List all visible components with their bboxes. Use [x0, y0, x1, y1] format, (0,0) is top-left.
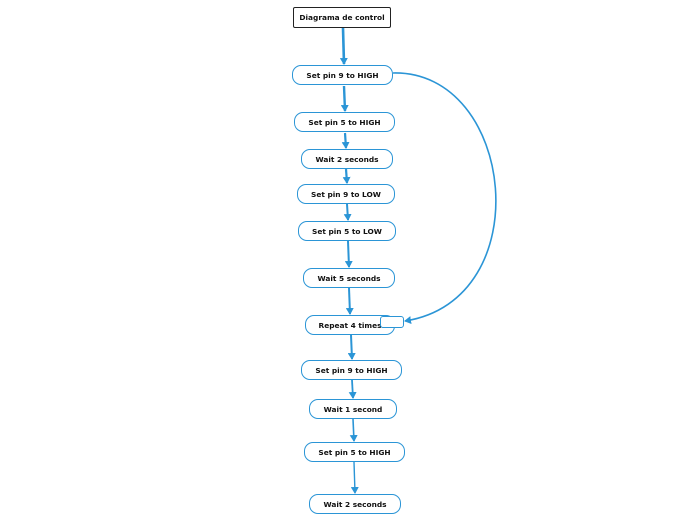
node-repeat-4-times[interactable]: Repeat 4 times: [305, 315, 395, 335]
edge-n1-to-n2: [340, 85, 349, 112]
edge-loop-back: [392, 72, 497, 325]
root-node[interactable]: Diagrama de control: [293, 7, 391, 28]
node-wait-2-seconds-2[interactable]: Wait 2 seconds: [309, 494, 401, 514]
edge-n6-to-n7: [345, 287, 354, 315]
edge-n8-to-n9: [348, 379, 357, 399]
node-set-pin-9-high[interactable]: Set pin 9 to HIGH: [292, 65, 393, 85]
edge-root-to-n1: [339, 27, 348, 65]
edge-n9-to-n10: [349, 418, 358, 442]
node-set-pin-9-low[interactable]: Set pin 9 to LOW: [297, 184, 395, 204]
node-set-pin-5-high[interactable]: Set pin 5 to HIGH: [294, 112, 395, 132]
node-set-pin-5-low[interactable]: Set pin 5 to LOW: [298, 221, 396, 241]
node-wait-2-seconds[interactable]: Wait 2 seconds: [301, 149, 393, 169]
edge-n2-to-n3: [341, 132, 350, 149]
node-wait-1-second[interactable]: Wait 1 second: [309, 399, 397, 419]
node-wait-5-seconds[interactable]: Wait 5 seconds: [303, 268, 395, 288]
edge-n10-to-n11: [350, 461, 359, 494]
edge-n7-to-n8: [347, 334, 356, 360]
edge-n4-to-n5: [343, 203, 352, 221]
loop-connector-tab[interactable]: [380, 316, 404, 328]
edge-n3-to-n4: [342, 168, 351, 184]
node-set-pin-5-high-2[interactable]: Set pin 5 to HIGH: [304, 442, 405, 462]
node-set-pin-9-high-2[interactable]: Set pin 9 to HIGH: [301, 360, 402, 380]
edge-n5-to-n6: [344, 240, 353, 268]
